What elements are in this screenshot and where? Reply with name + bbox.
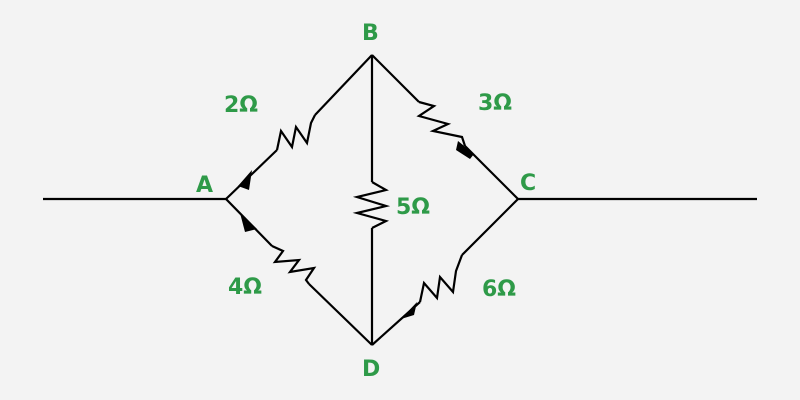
- wire-d-c-upper: [461, 198, 519, 256]
- resistor-4-ohm: [271, 244, 317, 285]
- resistor-label-dc: 6Ω: [482, 277, 516, 302]
- node-label-c: C: [520, 171, 536, 196]
- wire-a-b-lower: [225, 149, 278, 200]
- arrow-a-to-b-icon: [238, 170, 252, 190]
- resistor-2-ohm: [275, 114, 316, 151]
- resistor-label-ad: 4Ω: [228, 275, 262, 300]
- node-label-b: B: [362, 21, 379, 46]
- node-label-d: D: [362, 357, 380, 382]
- resistor-label-bc: 3Ω: [478, 91, 512, 116]
- wire-b-c-upper: [371, 54, 420, 103]
- resistor-label-bd: 5Ω: [396, 195, 430, 220]
- resistor-6-ohm: [418, 254, 464, 303]
- arrow-b-to-c-icon: [456, 141, 474, 159]
- wire-a-b-upper: [314, 54, 373, 116]
- arrow-a-to-d-icon: [240, 213, 257, 232]
- arrow-d-to-c-icon: [401, 302, 417, 319]
- wire-a-d-lower: [308, 283, 373, 346]
- resistor-label-ab: 2Ω: [224, 93, 258, 118]
- wire-b-c-lower: [464, 145, 519, 200]
- resistor-5-ohm: [352, 181, 391, 229]
- resistor-3-ohm: [416, 100, 467, 147]
- node-label-a: A: [196, 173, 213, 198]
